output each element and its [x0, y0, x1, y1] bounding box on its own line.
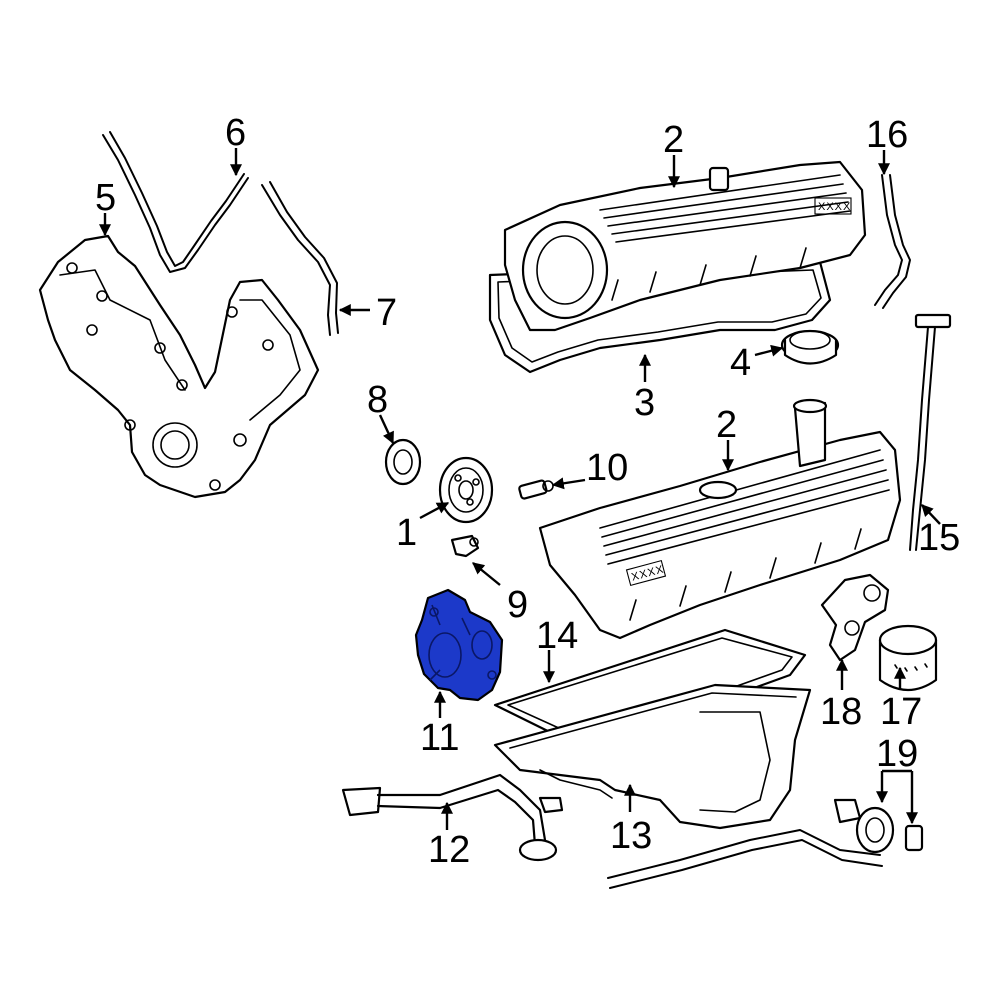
callout-2-upper: 2 — [663, 119, 684, 161]
valve-cover-lower: XXXX — [538, 398, 902, 640]
crankshaft-sensor — [450, 534, 480, 558]
callout-18: 18 — [820, 691, 862, 733]
valve-cover-upper: XXXX — [503, 160, 867, 332]
valve-cover-gasket — [488, 260, 832, 374]
oil-pan — [493, 683, 812, 830]
callout-10: 10 — [586, 447, 628, 489]
callout-13: 13 — [610, 815, 652, 857]
oil-filter — [878, 624, 938, 691]
oil-pickup-tube — [341, 773, 564, 862]
oil-filler-cap — [780, 329, 840, 365]
callout-4: 4 — [730, 342, 751, 384]
oil-dipstick — [909, 313, 952, 551]
oil-pump-highlighted — [414, 588, 504, 702]
callout-12: 12 — [428, 829, 470, 871]
valve-cover-stamp-upper: XXXX — [818, 201, 851, 213]
callout-7: 7 — [376, 292, 397, 334]
callout-1: 1 — [396, 512, 417, 554]
callout-11: 11 — [420, 717, 459, 759]
timing-cover — [38, 234, 320, 499]
crankshaft-seal — [384, 438, 422, 486]
pcv-hose — [874, 174, 911, 309]
camshaft-sensor — [518, 479, 554, 500]
leader-lines — [99, 148, 941, 830]
callout-3: 3 — [634, 382, 655, 424]
callout-19: 19 — [876, 733, 918, 775]
dipstick-tube-assembly — [607, 798, 924, 889]
callout-16: 16 — [866, 114, 908, 156]
crankshaft-pulley — [438, 456, 494, 524]
callout-8: 8 — [367, 379, 388, 421]
callout-14: 14 — [536, 615, 578, 657]
callout-17: 17 — [880, 691, 922, 733]
callout-5: 5 — [95, 177, 116, 219]
callout-15: 15 — [918, 517, 960, 559]
timing-cover-gasket-left — [102, 131, 249, 273]
callout-9: 9 — [507, 584, 528, 626]
callout-6: 6 — [225, 112, 246, 154]
timing-cover-gasket-right — [261, 181, 339, 336]
callout-2-lower: 2 — [716, 404, 737, 446]
chain-tensioner — [820, 573, 890, 662]
